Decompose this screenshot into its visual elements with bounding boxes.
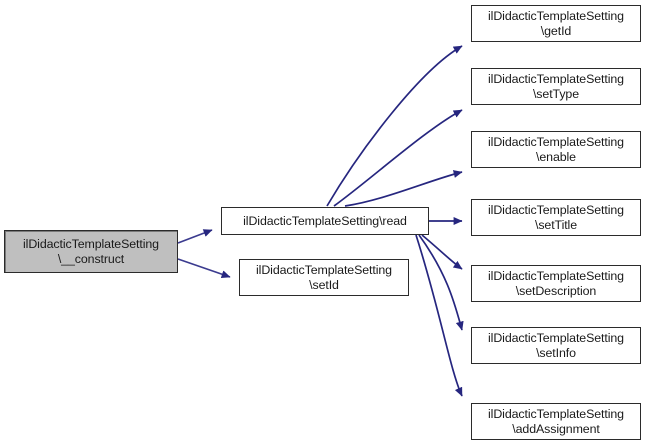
node-settitle[interactable]: ilDidacticTemplateSetting \setTitle	[471, 199, 641, 236]
edge-read-settype	[333, 109, 463, 207]
edge-construct-setid	[177, 258, 231, 279]
node-setid-line1: ilDidacticTemplateSetting	[256, 262, 392, 277]
node-construct-line2: \__construct	[57, 251, 125, 266]
node-enable[interactable]: ilDidacticTemplateSetting \enable	[471, 131, 641, 168]
node-setid-line2: \setId	[309, 277, 339, 292]
node-addassignment-line1: ilDidacticTemplateSetting	[488, 406, 624, 421]
node-getid-line2: \getId	[540, 23, 572, 38]
node-settype-line1: ilDidacticTemplateSetting	[488, 71, 624, 86]
node-setdescription-line1: ilDidacticTemplateSetting	[488, 268, 624, 283]
node-settype-line2: \setType	[532, 86, 580, 101]
edge-construct-read	[177, 229, 213, 244]
edge-read-setinfo	[418, 234, 464, 331]
node-addassignment-line2: \addAssignment	[512, 421, 600, 436]
node-construct[interactable]: ilDidacticTemplateSetting \__construct	[4, 230, 178, 273]
node-settype[interactable]: ilDidacticTemplateSetting \setType	[471, 68, 641, 105]
node-setinfo-line2: \setInfo	[536, 345, 576, 360]
node-enable-line1: ilDidacticTemplateSetting	[488, 134, 624, 149]
node-read-line1: ilDidacticTemplateSetting\read	[243, 213, 407, 228]
node-settitle-line1: ilDidacticTemplateSetting	[488, 202, 624, 217]
node-setinfo-line1: ilDidacticTemplateSetting	[488, 330, 624, 345]
node-getid-line1: ilDidacticTemplateSetting	[488, 8, 624, 23]
node-setid[interactable]: ilDidacticTemplateSetting \setId	[239, 259, 409, 296]
edge-read-addassignment	[415, 234, 463, 397]
node-getid[interactable]: ilDidacticTemplateSetting \getId	[471, 5, 641, 42]
node-setdescription[interactable]: ilDidacticTemplateSetting \setDescriptio…	[471, 265, 641, 302]
node-enable-line2: \enable	[536, 149, 576, 164]
edge-read-getid	[326, 45, 463, 207]
edge-read-setdescription	[421, 234, 463, 270]
node-addassignment[interactable]: ilDidacticTemplateSetting \addAssignment	[471, 403, 641, 440]
edge-read-enable	[344, 170, 463, 207]
node-read[interactable]: ilDidacticTemplateSetting\read	[221, 207, 429, 235]
node-setinfo[interactable]: ilDidacticTemplateSetting \setInfo	[471, 327, 641, 364]
node-construct-line1: ilDidacticTemplateSetting	[23, 236, 159, 251]
node-setdescription-line2: \setDescription	[515, 283, 597, 298]
node-settitle-line2: \setTitle	[534, 217, 578, 232]
